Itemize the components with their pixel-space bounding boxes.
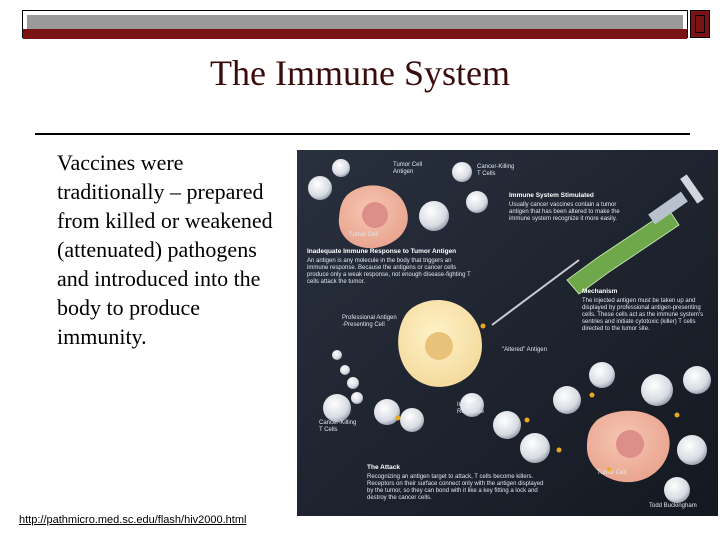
antigen-marker <box>480 323 486 329</box>
t-cell <box>520 433 550 463</box>
text-mechanism: The injected antigen must be taken up an… <box>582 298 704 332</box>
label-altered-antigen: "Altered" Antigen <box>502 347 547 353</box>
t-cell <box>677 435 707 465</box>
header-bar-band <box>23 29 687 39</box>
t-cell <box>419 201 449 231</box>
header-bar-inner <box>27 15 683 33</box>
t-cell <box>683 366 711 394</box>
header-bar-main <box>22 10 688 39</box>
antigen-marker <box>674 412 680 418</box>
heading-the-attack: The Attack <box>367 464 400 471</box>
heading-mechanism: Mechanism <box>582 288 618 295</box>
text-system-stimulated: Usually cancer vaccines contain a tumor … <box>509 202 620 222</box>
label-credit: Todd Buckingham <box>649 503 697 509</box>
t-cell <box>332 350 342 360</box>
illustration-art <box>297 150 718 516</box>
t-cell <box>308 176 332 200</box>
header-bar-end-inner <box>695 15 705 33</box>
t-cell <box>347 377 359 389</box>
t-cell <box>332 159 350 177</box>
tumor-cell-nucleus <box>616 430 644 458</box>
label-professional-apc: Professional Antigen-Presenting Cell <box>342 315 397 328</box>
t-cell <box>323 394 351 422</box>
source-link[interactable]: http://pathmicro.med.sc.edu/flash/hiv200… <box>19 514 247 526</box>
t-cell <box>589 362 615 388</box>
antigen-marker <box>556 447 562 453</box>
header-bar-end-block <box>690 10 710 38</box>
t-cell <box>340 365 350 375</box>
t-cell <box>374 399 400 425</box>
t-cell <box>493 411 521 439</box>
title-divider <box>35 133 690 135</box>
antigen-marker <box>524 417 530 423</box>
t-cell <box>460 393 484 417</box>
heading-system-stimulated: Immune System Stimulated <box>509 192 594 199</box>
t-cell <box>466 191 488 213</box>
text-the-attack: Recognizing an antigen target to attack,… <box>367 474 544 501</box>
slide-header-bar <box>22 10 710 39</box>
antigen-marker <box>606 467 612 473</box>
slide-title: The Immune System <box>210 53 510 93</box>
t-cell <box>400 408 424 432</box>
t-cell <box>452 162 472 182</box>
t-cell <box>351 392 363 404</box>
slide-body-text: Vaccines were traditionally – prepared f… <box>57 150 273 349</box>
text-inadequate-response: An antigen is any molecule in the body t… <box>307 258 471 285</box>
t-cell <box>553 386 581 414</box>
t-cell <box>664 477 690 503</box>
antigen-marker <box>395 415 401 421</box>
heading-inadequate-response: Inadequate Immune Response to Tumor Anti… <box>307 248 457 255</box>
label-tumor-cell-bottom: Tumor Cell <box>597 470 627 476</box>
t-cell <box>641 374 673 406</box>
antigen-marker <box>589 392 595 398</box>
label-tumor-cell-top: Tumor Cell <box>349 232 379 238</box>
syringe-icon <box>491 174 704 326</box>
tumor-cell-nucleus <box>362 202 388 228</box>
apc-nucleus <box>425 332 453 360</box>
